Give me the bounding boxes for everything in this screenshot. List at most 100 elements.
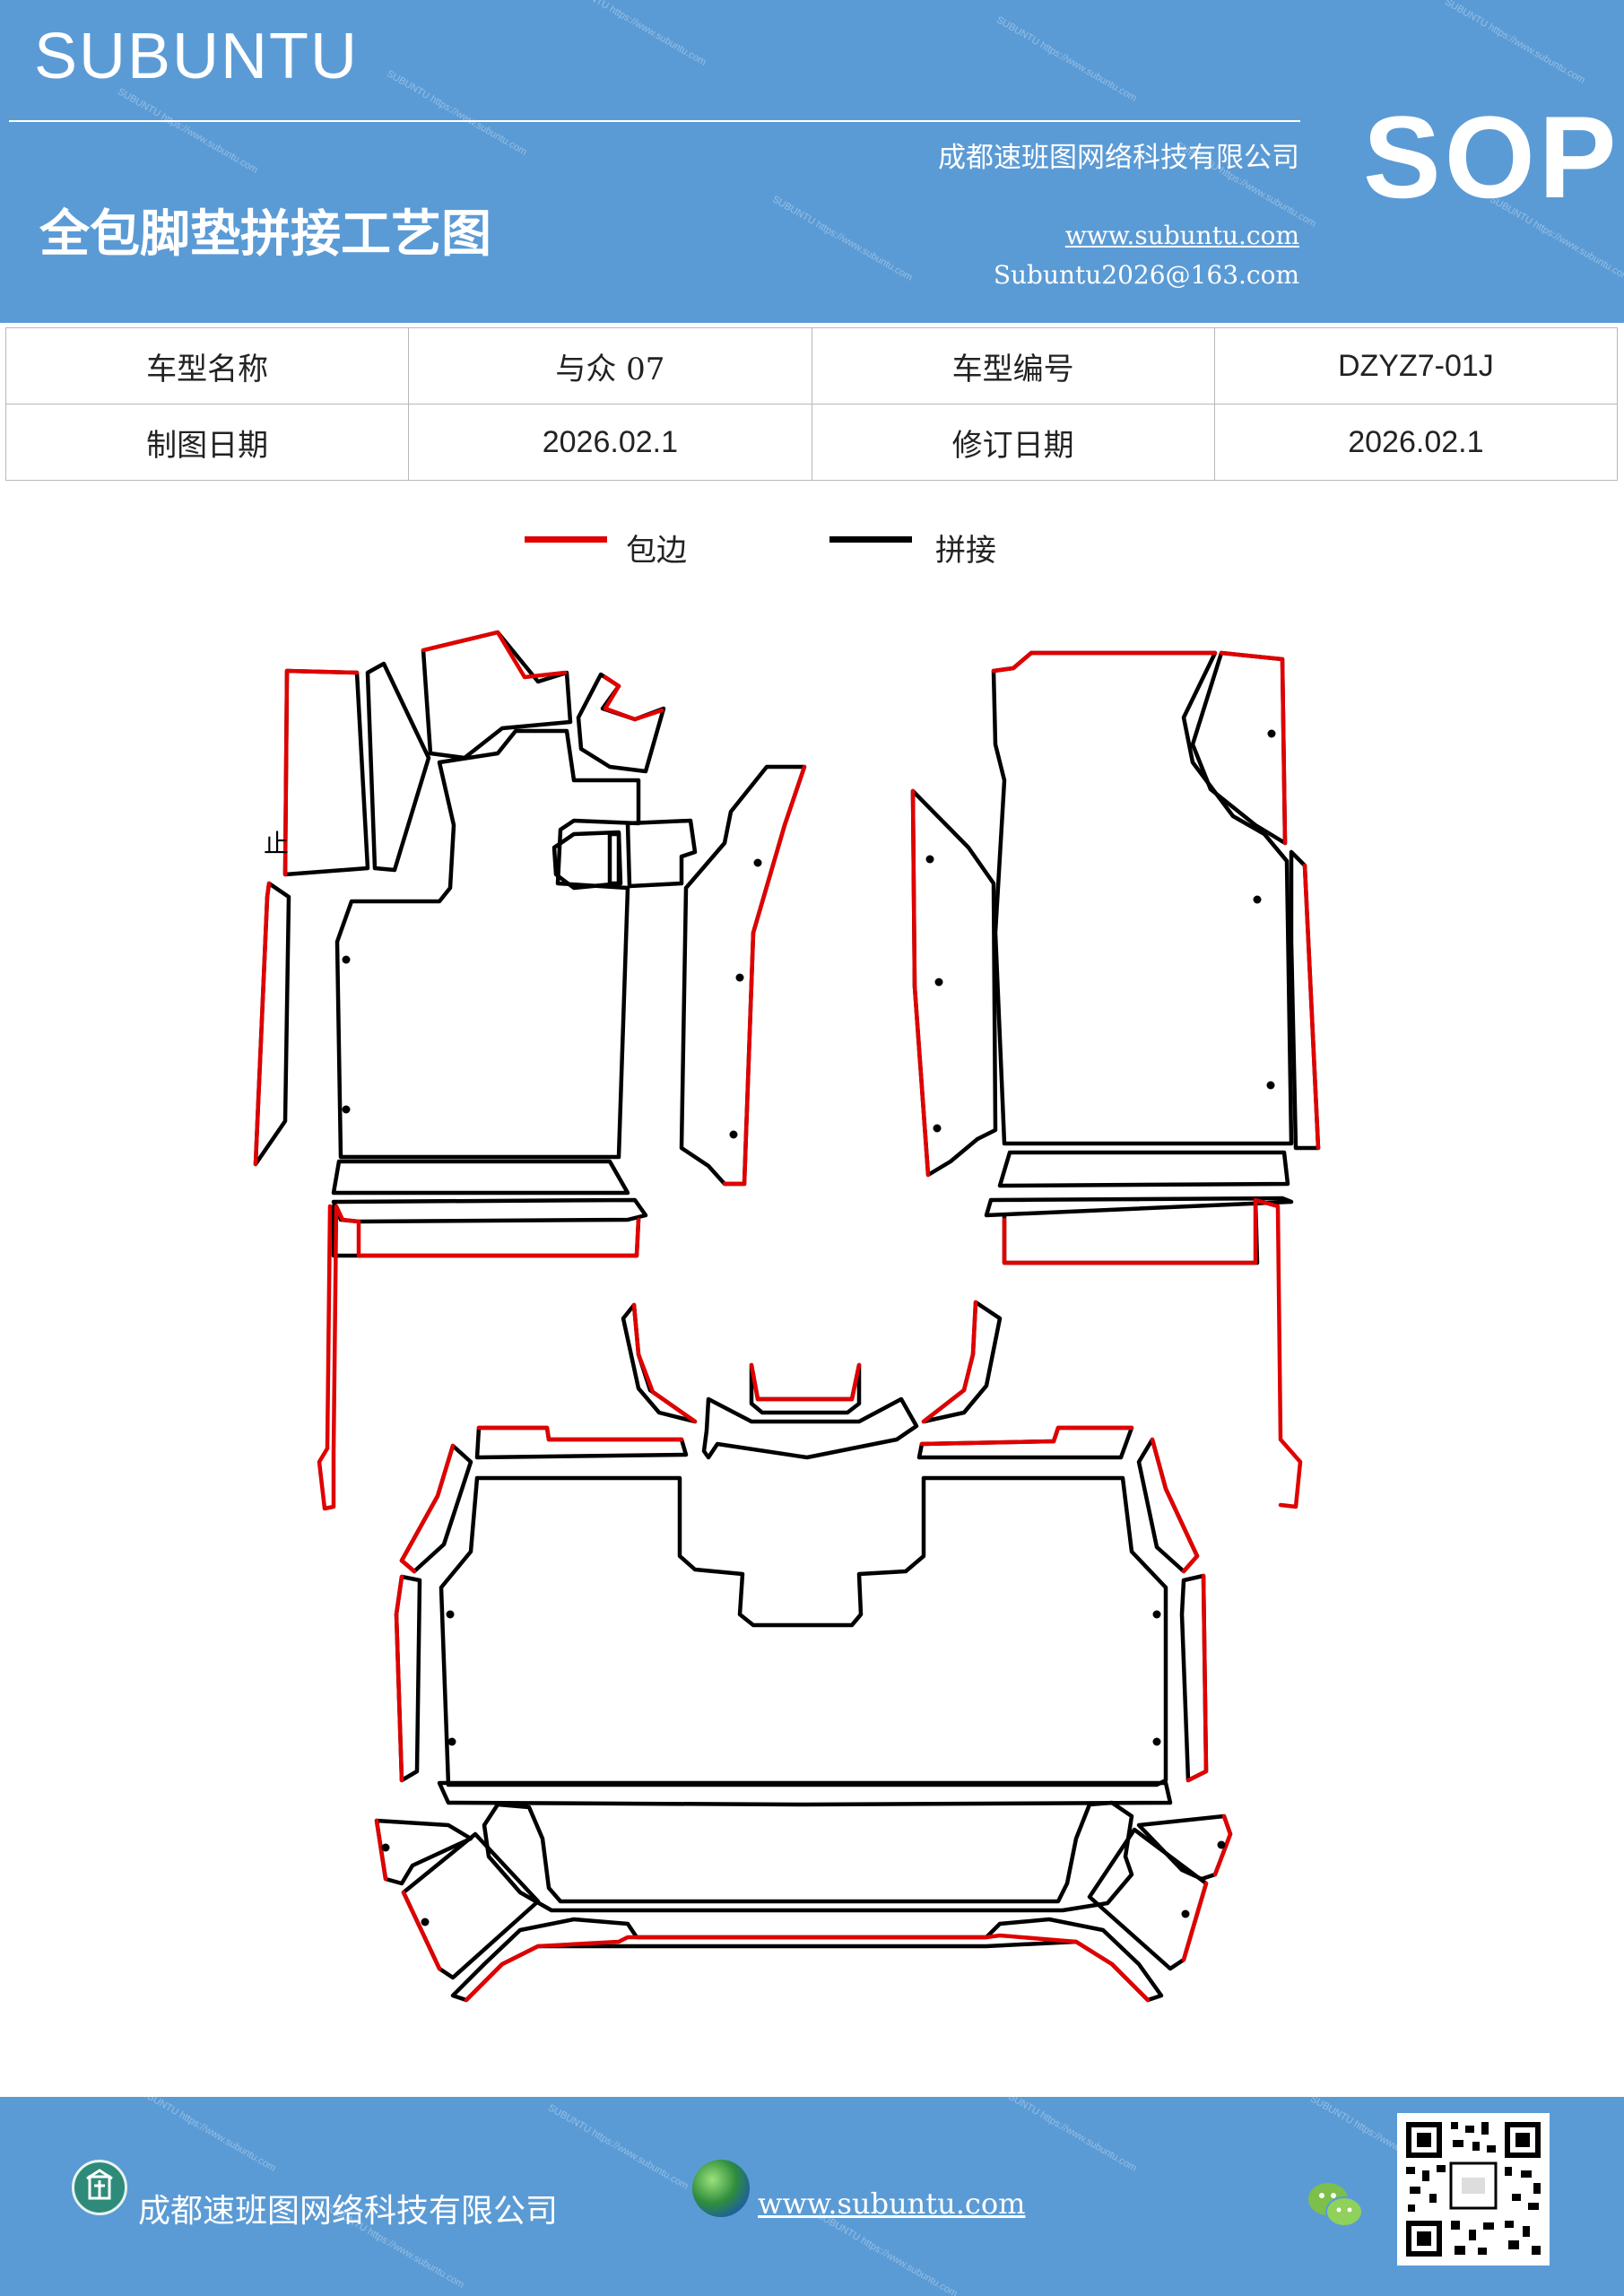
mount-dot — [934, 978, 943, 987]
mat-edge — [991, 650, 1218, 674]
mat-piece — [991, 650, 1294, 1146]
mat-edge — [919, 1425, 1134, 1447]
mat-edge — [910, 788, 931, 1178]
mat-piece — [399, 1443, 473, 1574]
mat-piece — [282, 668, 370, 877]
model-code-value: DZYZ7-01J — [1213, 327, 1619, 404]
mat-edge — [749, 1362, 862, 1402]
rear-mat-group — [374, 1300, 1233, 2003]
mat-piece — [1136, 1437, 1200, 1574]
mount-dot — [446, 1610, 455, 1619]
mat-edge — [282, 668, 360, 877]
mat-edge — [603, 674, 664, 722]
mounting-dots — [342, 729, 1276, 1926]
mount-dot — [1266, 1081, 1275, 1090]
mat-piece — [701, 1396, 919, 1460]
mat-piece — [482, 1800, 1134, 1913]
mount-dot — [1217, 1840, 1226, 1849]
mat-piece — [421, 630, 573, 761]
stop-marker: 止 — [264, 829, 289, 858]
legend-seam-swatch — [829, 536, 912, 543]
mat-piece — [331, 1159, 630, 1196]
mount-dot — [735, 973, 744, 982]
mat-edge — [317, 1204, 641, 1511]
mount-dot — [933, 1124, 942, 1133]
mount-dot — [1181, 1909, 1190, 1918]
mat-piece — [576, 672, 666, 774]
mat-edge — [1302, 863, 1321, 1151]
front-left-mat-group — [253, 630, 807, 1511]
mount-dot — [1152, 1737, 1161, 1746]
mat-edge — [1212, 1813, 1233, 1877]
mat-edge — [464, 1933, 1151, 2003]
mount-dot — [421, 1918, 430, 1926]
qr-code — [1397, 2113, 1550, 2266]
mat-piece — [1190, 650, 1288, 846]
mat-piece — [437, 1780, 1173, 1807]
mount-dot — [1253, 895, 1262, 904]
mount-dot — [381, 1843, 390, 1852]
mat-edge — [399, 1443, 456, 1574]
mat-edge — [421, 630, 568, 680]
mat-piece — [984, 1196, 1294, 1218]
mat-piece — [365, 661, 431, 873]
mat-piece — [749, 1362, 862, 1415]
website-link[interactable]: www.subuntu.com — [1064, 221, 1299, 250]
globe-icon — [692, 2160, 750, 2217]
mat-edge — [921, 1300, 978, 1424]
mat-piece — [334, 728, 641, 1160]
mat-piece — [607, 831, 621, 886]
mat-piece — [921, 1300, 1003, 1424]
legend-seam-label: 拼接 — [935, 533, 996, 569]
revision-date-label: 修订日期 — [811, 404, 1215, 481]
footer-website-link[interactable]: www.subuntu.com — [758, 2187, 1026, 2221]
draw-date-label: 制图日期 — [4, 404, 410, 481]
footer-company-name: 成都速班图网络科技有限公司 — [138, 2193, 559, 2230]
table-row: 车型名称 与众 07 车型编号 DZYZ7-01J — [4, 327, 1619, 404]
mount-dot — [1152, 1610, 1161, 1619]
mat-piece — [625, 818, 698, 889]
mat-edge — [394, 1574, 404, 1783]
model-code-label: 车型编号 — [811, 327, 1215, 404]
mat-edge — [374, 1818, 388, 1882]
mat-edge — [631, 1302, 698, 1424]
mat-edge — [1185, 1573, 1209, 1783]
mat-piece — [331, 1197, 648, 1224]
mat-piece — [474, 1425, 689, 1460]
wechat-icon[interactable] — [1305, 2178, 1366, 2231]
page-footer: SUBUNTU https://www.subuntu.com SUBUNTU … — [0, 2097, 1624, 2296]
model-name-label: 车型名称 — [4, 327, 410, 404]
mat-edge — [253, 881, 272, 1167]
model-name-value: 与众 07 — [408, 327, 812, 404]
mat-piece — [439, 1475, 1168, 1787]
header-divider — [9, 120, 1300, 122]
mount-dot — [729, 1130, 738, 1139]
mat-piece — [1289, 849, 1321, 1151]
table-row: 制图日期 2026.02.1 修订日期 2026.02.1 — [4, 404, 1619, 481]
brand-name: SUBUNTU — [34, 21, 360, 92]
front-right-mat-group — [910, 650, 1321, 1509]
mat-edge — [1181, 1881, 1209, 1962]
mount-dot — [342, 955, 351, 964]
mat-edge — [401, 1890, 442, 1971]
vehicle-info-table: 车型名称 与众 07 车型编号 DZYZ7-01J 制图日期 2026.02.1… — [4, 327, 1619, 481]
mat-piece — [450, 1917, 1164, 2003]
document-title: 全包脚垫拼接工艺图 — [39, 204, 491, 264]
legend-edge-label: 包边 — [626, 533, 687, 569]
floor-mat-diagram: 止 — [253, 630, 1321, 2003]
mount-dot — [1267, 729, 1276, 738]
mat-edge — [1150, 1437, 1200, 1574]
mount-dot — [342, 1105, 351, 1114]
building-icon — [72, 2160, 127, 2215]
company-name: 成都速班图网络科技有限公司 — [938, 142, 1299, 174]
mount-dot — [753, 858, 762, 867]
page-header: SUBUNTU https://www.subuntu.com SUBUNTU … — [0, 0, 1624, 323]
mat-piece — [997, 1150, 1290, 1188]
mat-piece — [331, 1204, 641, 1258]
revision-date-value: 2026.02.1 — [1213, 404, 1619, 481]
mount-dot — [925, 855, 934, 864]
mat-edge — [1219, 650, 1288, 846]
mat-edge — [1002, 1197, 1303, 1509]
mat-edge — [476, 1425, 684, 1442]
mat-edge — [722, 764, 807, 1187]
